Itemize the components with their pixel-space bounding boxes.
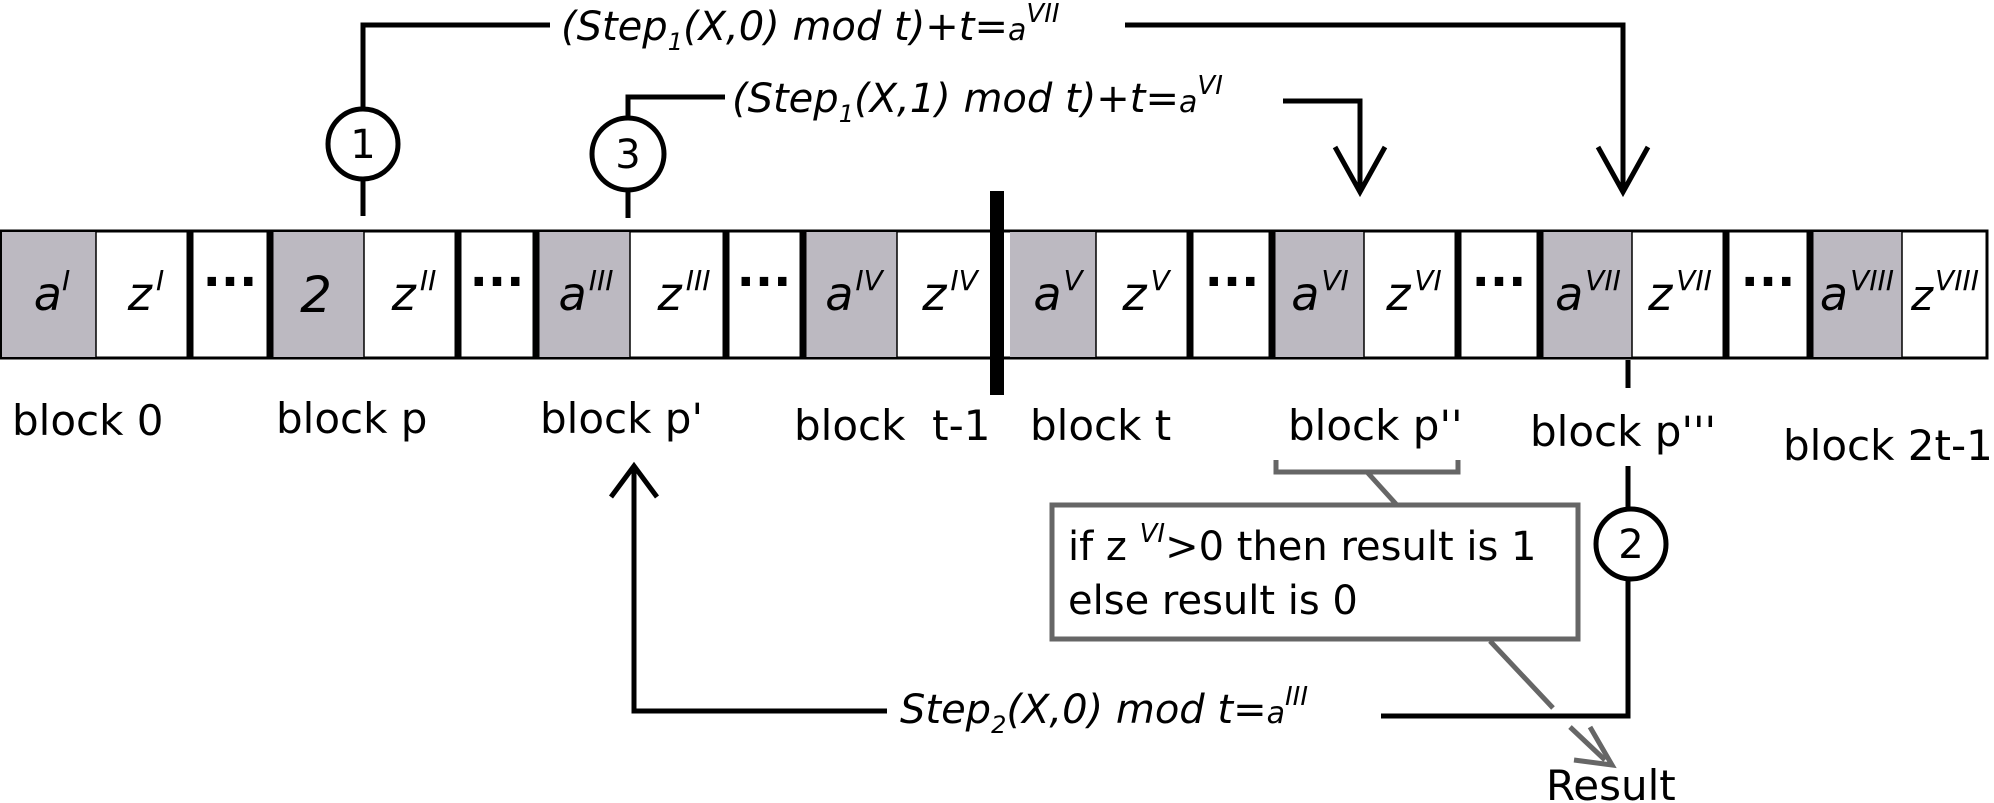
- condition-line-2: else result is 0: [1068, 578, 1358, 624]
- condition-box: [1049, 502, 1581, 642]
- ellipsis-2: ···: [470, 254, 525, 310]
- condition-bracket: [1273, 460, 1617, 769]
- cell-a-2: 2: [300, 266, 332, 324]
- block-label-p: block p: [276, 394, 427, 443]
- cell-a-6-bg: [1272, 232, 1364, 357]
- formula-step1-x1: (Step1(X,1) mod t)+t=aVI: [732, 71, 1223, 128]
- formula-step1-x0: (Step1(X,0) mod t)+t=aVII: [561, 0, 1060, 56]
- cell-a-8: aVIII: [1820, 264, 1894, 321]
- ellipsis-4: ···: [1205, 254, 1260, 310]
- block-label-p-double-prime: block p'': [1288, 401, 1463, 450]
- step-2-number: 2: [1618, 522, 1643, 568]
- cell-a-1: aI: [34, 264, 70, 321]
- block-label-t: block t: [1030, 401, 1171, 450]
- cell-a-4-bg: [803, 232, 897, 357]
- formula-step2-x0: Step2(X,0) mod t=aIII: [900, 682, 1308, 739]
- ellipsis-6: ···: [1741, 254, 1796, 310]
- ellipsis-1: ···: [203, 254, 258, 310]
- cell-a-7-bg: [1540, 232, 1632, 357]
- cell-a-4: aIV: [825, 264, 884, 321]
- block-label-2t-minus-1: block 2t-1: [1783, 421, 1993, 470]
- step-2-circle: [1593, 506, 1669, 582]
- step-1-circle: [325, 106, 401, 182]
- ellipsis-3: ···: [737, 254, 792, 310]
- step-3-circle: [589, 115, 667, 193]
- step-1-number: 1: [350, 122, 375, 168]
- cell-a-5-bg: [1010, 232, 1096, 357]
- half-separator: [990, 191, 1004, 395]
- cell-a-8-bg: [1810, 232, 1902, 357]
- block-label-p-prime: block p': [540, 394, 703, 443]
- result-label: Result: [1546, 761, 1676, 803]
- cell-a-2-bg: [270, 232, 364, 357]
- cell-z-8: zVIII: [1910, 264, 1979, 320]
- cell-a-3: aIII: [559, 264, 614, 321]
- block-label-t-minus-1: block t-1: [794, 401, 991, 450]
- cell-a-5: aV: [1033, 264, 1084, 321]
- cell-a-6: aVI: [1291, 264, 1349, 321]
- cell-a-3-bg: [536, 232, 630, 357]
- step-3-number: 3: [615, 132, 640, 178]
- block-label-p-triple-prime: block p''': [1530, 407, 1716, 456]
- cell-a-7: aVII: [1555, 264, 1621, 321]
- block-label-0: block 0: [12, 396, 164, 445]
- block-labels: block 0 block p block p' block t-1 block…: [12, 394, 1993, 470]
- condition-line-1: if z VI>0 then result is 1: [1068, 519, 1536, 570]
- ellipsis-5: ···: [1472, 254, 1527, 310]
- cell-a-1-bg: [2, 232, 96, 357]
